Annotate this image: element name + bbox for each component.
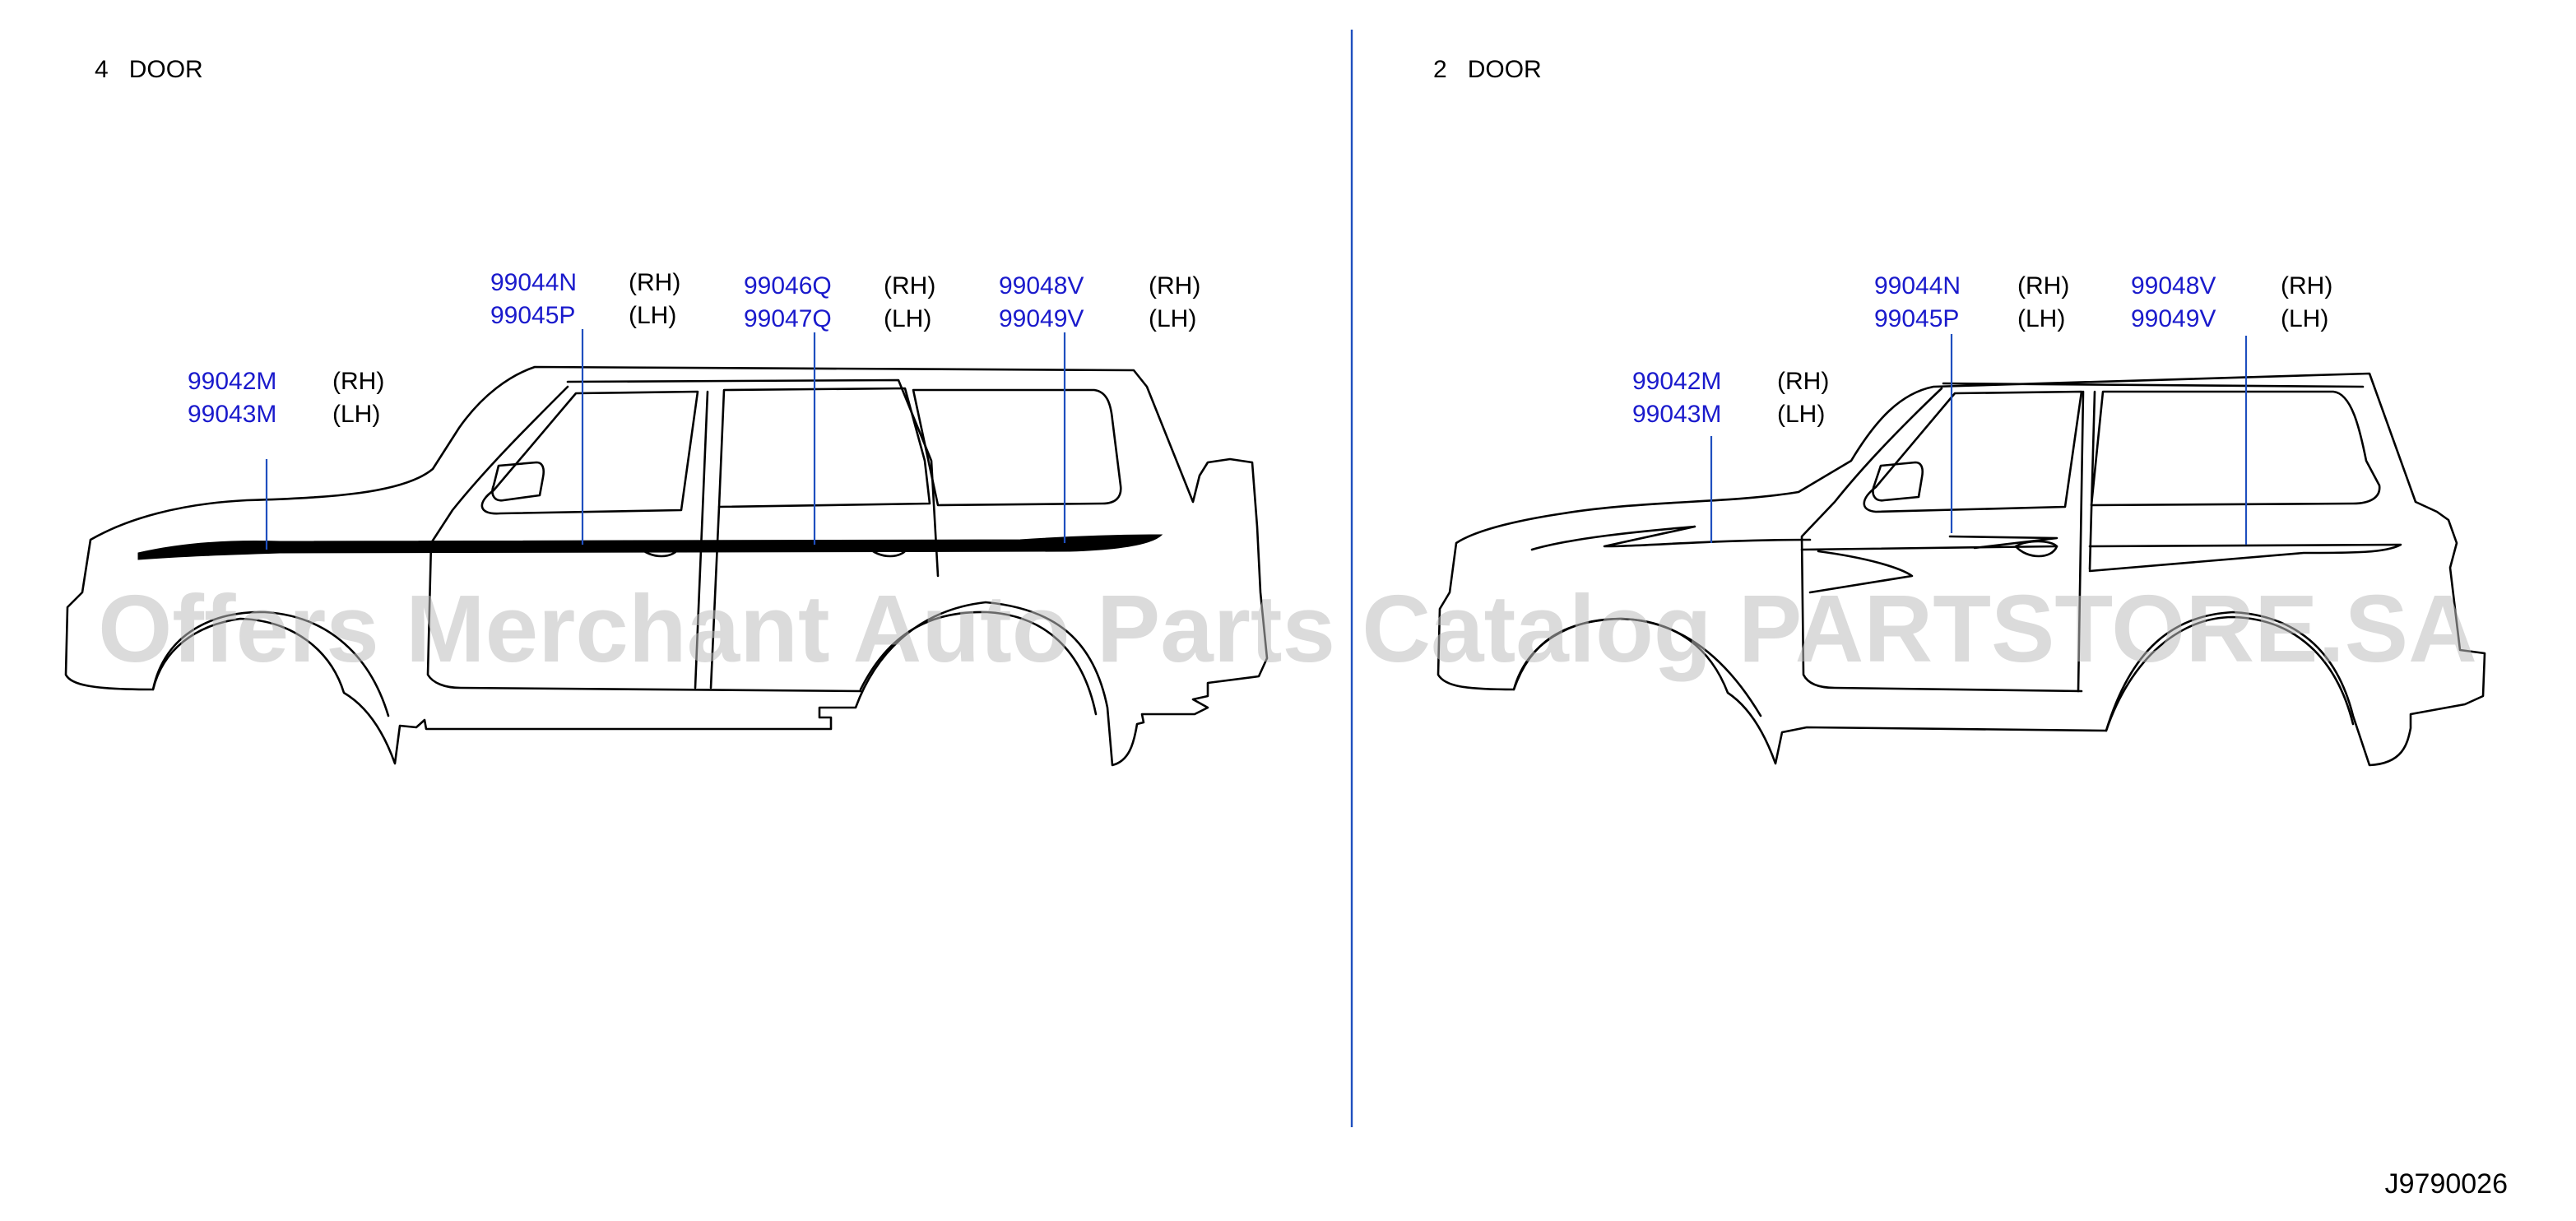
roof-line: [1942, 382, 2365, 388]
callout-99044N[interactable]: 99044N (RH) 99045P (LH): [490, 269, 680, 329]
side-label-rh: (RH): [1777, 368, 1829, 395]
front-window: [480, 390, 699, 515]
part-number-rh[interactable]: 99042M: [1632, 368, 1721, 395]
callout-99048V[interactable]: 99048V (RH) 99049V (LH): [2131, 272, 2332, 332]
b-pillar: [694, 390, 709, 689]
a-pillar: [426, 385, 862, 693]
part-number-rh[interactable]: 99044N: [490, 269, 577, 296]
side-label-rh: (RH): [1149, 272, 1200, 299]
door-handle: [2014, 540, 2058, 558]
side-label-rh: (RH): [332, 368, 384, 395]
a-pillar: [1800, 387, 2083, 693]
part-number-lh[interactable]: 99049V: [999, 305, 1084, 332]
rear-window: [717, 387, 931, 508]
part-number-lh[interactable]: 99043M: [1632, 401, 1721, 428]
quarter-window: [912, 388, 1122, 507]
vehicle-2-door: [1437, 372, 2486, 767]
b-pillar: [2077, 390, 2085, 693]
front-wheel-arch: [151, 610, 390, 717]
side-label-lh: (LH): [2281, 305, 2328, 332]
fender-trim: [1530, 525, 1812, 551]
part-number-lh[interactable]: 99049V: [2131, 305, 2216, 332]
body-side-moulding: [137, 534, 1163, 560]
side-label-lh: (LH): [629, 302, 676, 329]
right-panel-title: 2 DOOR: [1433, 56, 1542, 83]
part-number-rh[interactable]: 99048V: [999, 272, 1084, 299]
quarter-trim: [2088, 543, 2402, 573]
side-label-rh: (RH): [884, 272, 935, 299]
callout-99042M[interactable]: 99042M (RH) 99043M (LH): [188, 368, 384, 428]
roof-line: [566, 378, 940, 578]
side-label-rh: (RH): [2281, 272, 2332, 299]
vehicle-4-door: [64, 365, 1269, 767]
side-label-lh: (LH): [1149, 305, 1196, 332]
part-number-rh[interactable]: 99042M: [188, 368, 276, 395]
side-label-lh: (LH): [2017, 305, 2065, 332]
pillar-rear: [2088, 390, 2096, 571]
side-label-rh: (RH): [2017, 272, 2069, 299]
part-number-rh[interactable]: 99044N: [1874, 272, 1961, 299]
side-mirror: [491, 461, 545, 502]
side-label-lh: (LH): [1777, 401, 1825, 428]
figure-code: J9790026: [2385, 1168, 2508, 1200]
quarter-window: [2090, 390, 2381, 507]
callout-99048V[interactable]: 99048V (RH) 99049V (LH): [999, 272, 1200, 332]
door-trim: [1800, 535, 2058, 594]
side-label-lh: (LH): [332, 401, 380, 428]
side-mirror: [1872, 461, 1924, 502]
rear-wheel-arch: [859, 610, 1098, 716]
callout-99046Q[interactable]: 99046Q (RH) 99047Q (LH): [744, 272, 935, 332]
part-number-lh[interactable]: 99045P: [490, 302, 575, 329]
front-wheel-arch: [1512, 617, 1762, 717]
part-number-rh[interactable]: 99048V: [2131, 272, 2216, 299]
part-number-lh[interactable]: 99045P: [1874, 305, 1959, 332]
callout-99042M[interactable]: 99042M (RH) 99043M (LH): [1632, 368, 1829, 428]
side-label-rh: (RH): [629, 269, 680, 296]
watermark-text: Offers Merchant Auto Parts Catalog PARTS…: [98, 575, 2477, 682]
left-panel-title: 4 DOOR: [95, 56, 203, 83]
callout-99044N[interactable]: 99044N (RH) 99045P (LH): [1874, 272, 2069, 332]
body-outline: [64, 365, 1269, 767]
part-number-rh[interactable]: 99046Q: [744, 272, 832, 299]
side-window: [1863, 390, 2083, 513]
body-outline: [1437, 372, 2486, 767]
part-number-lh[interactable]: 99047Q: [744, 305, 832, 332]
side-label-lh: (LH): [884, 305, 931, 332]
rear-wheel-arch: [2105, 615, 2355, 732]
door-split: [709, 505, 721, 689]
part-number-lh[interactable]: 99043M: [188, 401, 276, 428]
